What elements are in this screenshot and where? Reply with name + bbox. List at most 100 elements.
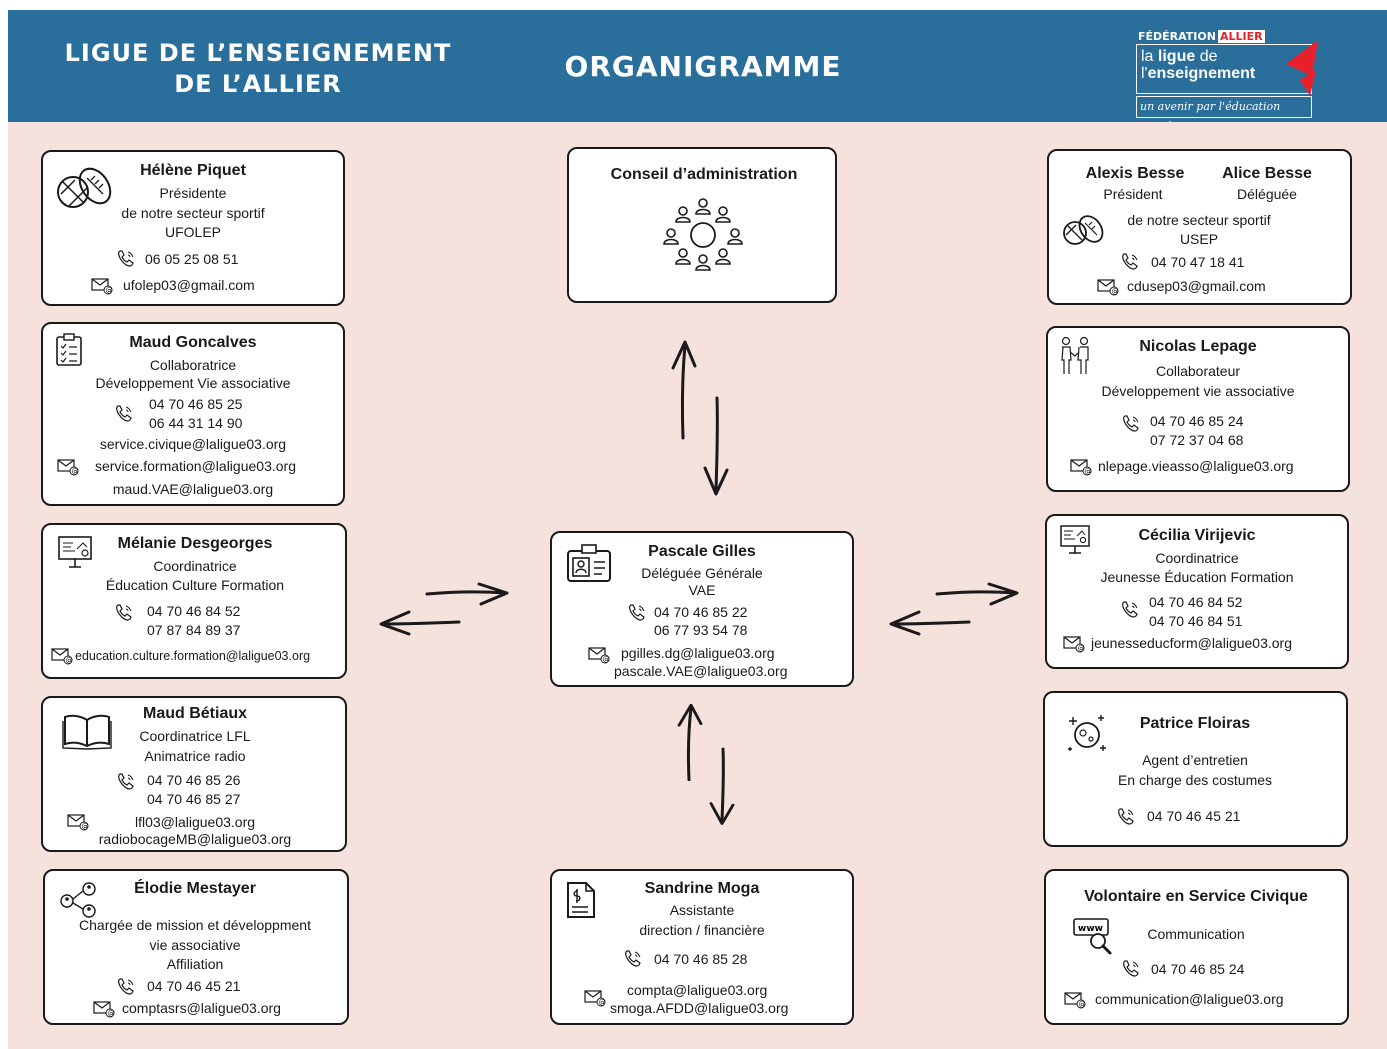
person-department: En charge des costumes bbox=[1117, 772, 1273, 788]
phone-number[interactable]: 07 87 84 89 37 bbox=[147, 622, 241, 638]
logo-plane-icon bbox=[1286, 40, 1318, 96]
double-arrow-icon bbox=[889, 582, 1019, 636]
person-department: Développement Vie associative bbox=[95, 375, 291, 391]
teaching-board-icon bbox=[58, 536, 92, 568]
person-department: de notre secteur sportif bbox=[121, 205, 265, 221]
phone-icon bbox=[118, 250, 134, 267]
person-name: Patrice Floiras bbox=[1139, 715, 1251, 732]
email-link[interactable]: service.civique@laligue03.org bbox=[99, 436, 287, 452]
email-link[interactable]: smoga.AFDD@laligue03.org bbox=[610, 1000, 789, 1016]
phone-number[interactable]: 04 70 46 84 51 bbox=[1149, 613, 1243, 629]
person-name: Nicolas Lepage bbox=[1139, 338, 1257, 355]
mail-icon bbox=[93, 1001, 116, 1019]
email-link[interactable]: pascale.VAE@laligue03.org bbox=[614, 663, 788, 679]
clipboard-checklist-icon bbox=[56, 333, 82, 366]
email-link[interactable]: maud.VAE@laligue03.org bbox=[112, 481, 274, 497]
header-banner: LIGUE DE L’ENSEIGNEMENT DE L’ALLIER ORGA… bbox=[8, 10, 1387, 133]
email-link[interactable]: communication@laligue03.org bbox=[1095, 991, 1284, 1007]
phone-icon bbox=[625, 950, 641, 967]
person-department: Développement vie associative bbox=[1101, 383, 1295, 399]
phone-icon bbox=[116, 405, 132, 422]
phone-number[interactable]: 06 44 31 14 90 bbox=[149, 415, 243, 431]
card-maud-goncalves[interactable]: Maud Goncalves Collaboratrice Développem… bbox=[41, 322, 345, 506]
phone-number[interactable]: 04 70 46 84 52 bbox=[147, 603, 241, 619]
person-name: Alexis Besse bbox=[1085, 165, 1185, 182]
person-sector: USEP bbox=[1179, 231, 1219, 247]
email-link[interactable]: pgilles.dg@laligue03.org bbox=[621, 645, 775, 661]
network-people-icon bbox=[60, 882, 96, 918]
person-department: Éducation Culture Formation bbox=[105, 577, 285, 593]
person-department: VAE bbox=[688, 582, 716, 598]
card-nicolas-lepage[interactable]: Nicolas Lepage Collaborateur Développeme… bbox=[1046, 326, 1350, 492]
email-link[interactable]: service.formation@laligue03.org bbox=[95, 458, 296, 474]
organization-name-line2: DE L’ALLIER bbox=[174, 70, 342, 98]
email-link[interactable]: comptasrs@laligue03.org bbox=[122, 1000, 281, 1016]
card-cecilia-virijevic[interactable]: Cécilia Virijevic Coordinatrice Jeunesse… bbox=[1045, 514, 1349, 669]
person-role: Communication bbox=[1147, 926, 1245, 942]
people-circle-icon bbox=[663, 198, 743, 271]
email-link[interactable]: education.culture.formation@laligue03.or… bbox=[75, 649, 311, 663]
email-link[interactable]: cdusep03@gmail.com bbox=[1127, 278, 1266, 294]
card-pascale-gilles[interactable]: Pascale Gilles Déléguée Générale VAE 04 … bbox=[550, 531, 854, 687]
phone-number[interactable]: 04 70 46 85 24 bbox=[1150, 413, 1244, 429]
phone-number[interactable]: 04 70 46 85 27 bbox=[147, 791, 241, 807]
phone-number[interactable]: 04 70 46 85 25 bbox=[149, 396, 243, 412]
phone-number[interactable]: 07 72 37 04 68 bbox=[1150, 432, 1244, 448]
phone-number[interactable]: 04 70 46 84 52 bbox=[1149, 594, 1243, 610]
phone-number[interactable]: 04 70 46 45 21 bbox=[1147, 808, 1241, 824]
teaching-board-icon bbox=[1060, 525, 1090, 554]
logo-wordmark: la ligue de l'enseignement bbox=[1136, 44, 1312, 94]
mail-icon bbox=[1063, 636, 1086, 654]
phone-number[interactable]: 04 70 46 45 21 bbox=[147, 978, 241, 994]
email-link[interactable]: lfl03@laligue03.org bbox=[134, 814, 256, 830]
card-sandrine-moga[interactable]: Sandrine Moga Assistante direction / fin… bbox=[550, 869, 854, 1025]
person-name: Mélanie Desgeorges bbox=[117, 535, 273, 552]
mail-icon bbox=[584, 990, 607, 1008]
organization-name-line1: LIGUE DE L’ENSEIGNEMENT bbox=[64, 39, 452, 67]
phone-number[interactable]: 06 77 93 54 78 bbox=[654, 622, 748, 638]
phone-number[interactable]: 04 70 46 85 28 bbox=[654, 951, 748, 967]
card-helene-piquet[interactable]: Hélène Piquet Présidente de notre secteu… bbox=[41, 150, 345, 306]
phone-number[interactable]: 04 70 46 85 26 bbox=[147, 772, 241, 788]
email-link[interactable]: ufolep03@gmail.com bbox=[123, 277, 255, 293]
phone-number[interactable]: 04 70 47 18 41 bbox=[1151, 254, 1245, 270]
mail-icon bbox=[57, 459, 80, 477]
card-patrice-floiras[interactable]: Patrice Floiras Agent d’entretien En cha… bbox=[1043, 691, 1348, 847]
open-book-icon bbox=[62, 714, 112, 750]
person-name: Maud Goncalves bbox=[129, 334, 257, 351]
person-role: Assistante bbox=[669, 902, 735, 918]
phone-icon bbox=[118, 978, 134, 995]
person-name: Sandrine Moga bbox=[644, 880, 760, 897]
www-search-icon: www bbox=[1073, 918, 1112, 955]
phone-number[interactable]: 06 05 25 08 51 bbox=[145, 251, 239, 267]
card-volontaire-service-civique[interactable]: Volontaire en Service Civique www Commun… bbox=[1044, 869, 1349, 1025]
card-melanie-desgeorges[interactable]: Mélanie Desgeorges Coordinatrice Éducati… bbox=[41, 523, 347, 679]
cleaning-sparkle-icon bbox=[1068, 715, 1106, 751]
rugby-ball-icon bbox=[1063, 215, 1104, 245]
card-besse[interactable]: Alexis Besse Président Alice Besse Délég… bbox=[1047, 149, 1352, 305]
double-arrow-icon bbox=[671, 340, 729, 496]
phone-number[interactable]: 04 70 46 85 22 bbox=[654, 604, 748, 620]
card-maud-betiaux[interactable]: Maud Bétiaux Coordinatrice LFL Animatric… bbox=[41, 696, 347, 852]
double-arrow-icon bbox=[379, 582, 509, 636]
card-elodie-mestayer[interactable]: Élodie Mestayer Chargée de mission et dé… bbox=[43, 869, 349, 1025]
email-link[interactable]: compta@laligue03.org bbox=[627, 982, 768, 998]
person-sector: Affiliation bbox=[166, 956, 224, 972]
phone-number[interactable]: 04 70 46 85 24 bbox=[1151, 961, 1245, 977]
phone-icon bbox=[118, 773, 134, 790]
email-link[interactable]: nlepage.vieasso@laligue03.org bbox=[1098, 458, 1294, 474]
person-department: de notre secteur sportif bbox=[1127, 212, 1271, 228]
person-role: Coordinatrice bbox=[153, 558, 237, 574]
card-conseil-administration[interactable]: Conseil d’administration bbox=[567, 147, 837, 303]
person-name: Élodie Mestayer bbox=[134, 880, 256, 897]
person-name: Hélène Piquet bbox=[140, 162, 246, 179]
phone-icon bbox=[1123, 960, 1139, 977]
person-role: Déléguée bbox=[1237, 186, 1297, 202]
person-role: Chargée de mission et développment bbox=[79, 917, 311, 933]
email-link[interactable]: radiobocageMB@laligue03.org bbox=[98, 831, 292, 847]
page-title: ORGANIGRAMME bbox=[564, 50, 842, 83]
email-link[interactable]: jeunesseducform@laligue03.org bbox=[1091, 635, 1292, 651]
mail-icon bbox=[67, 814, 90, 832]
